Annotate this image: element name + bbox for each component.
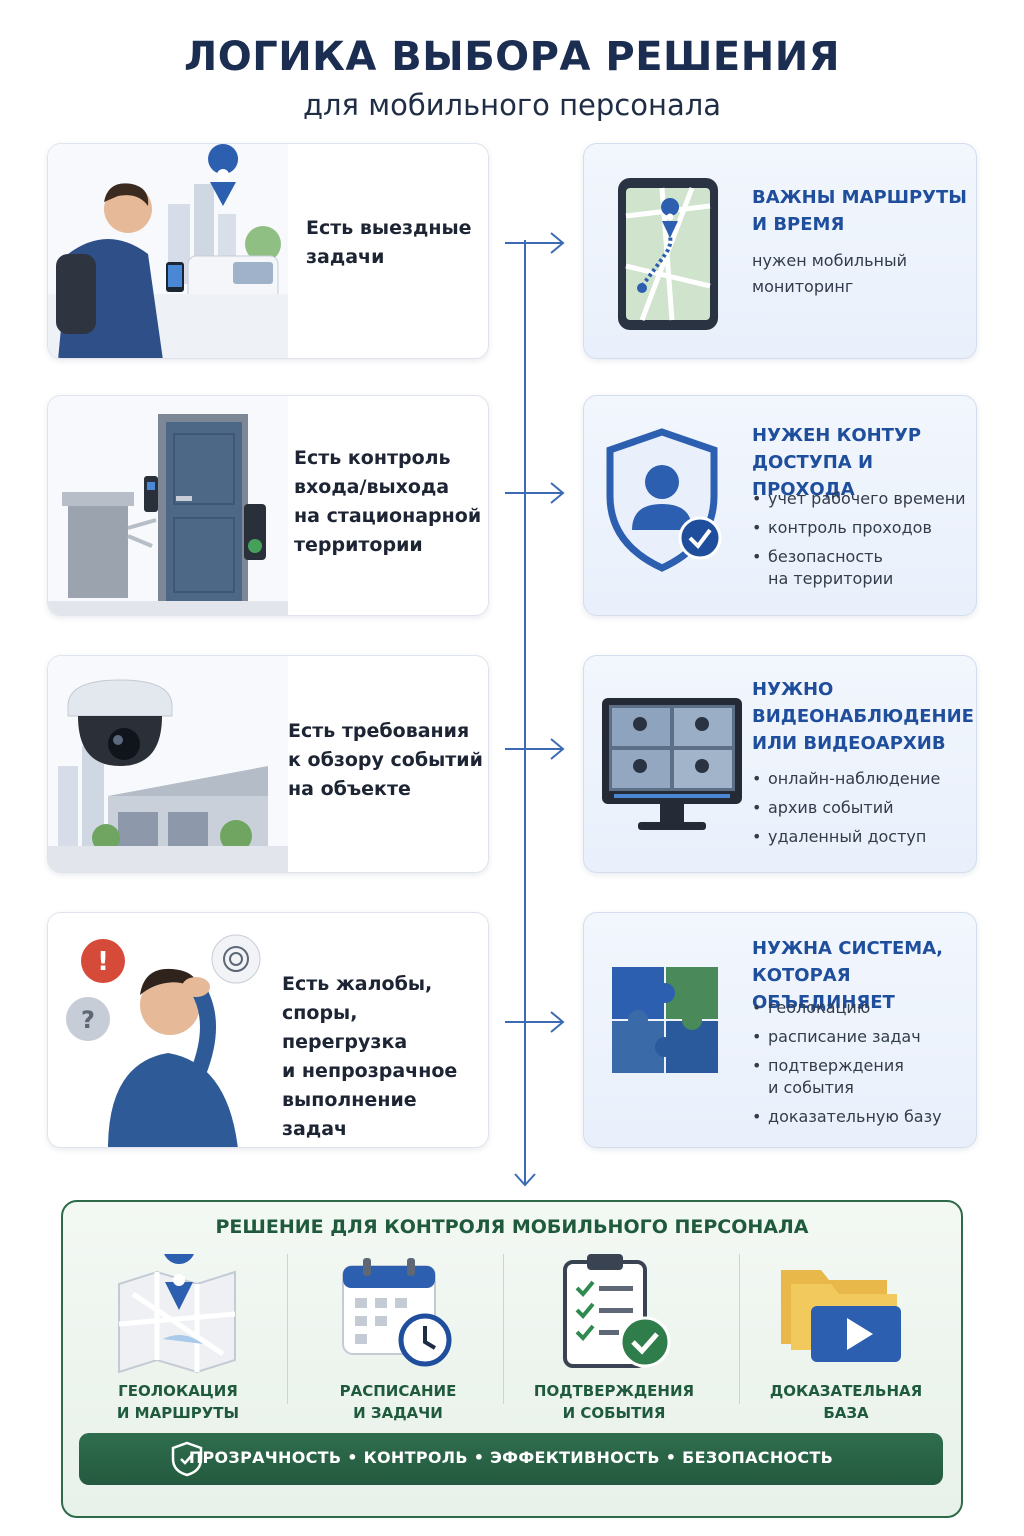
values-text: ПРОЗРАЧНОСТЬ • КОНТРОЛЬ • ЭФФЕКТИВНОСТЬ … [188, 1448, 834, 1467]
page-subtitle: для мобильного персонала [302, 88, 722, 122]
arrow-right-icon [505, 482, 565, 504]
condition-text: Есть жалобы, споры, перегрузка и непрозр… [282, 973, 458, 1140]
bullet-item: расписание задач [752, 1026, 942, 1048]
video-folder-icon [781, 1270, 901, 1362]
divider [503, 1254, 504, 1404]
tablet-map-icon [618, 178, 718, 330]
condition-text: Есть выездные задачи [306, 217, 472, 268]
condition-card-access-control: Есть контроль входа/выхода на стационарн… [47, 395, 489, 616]
bullet-item: архив событий [752, 797, 940, 819]
result-card-routes: ВАЖНЫ МАРШРУТЫ И ВРЕМЯ нужен мобильный м… [583, 143, 977, 359]
svg-text:?: ? [81, 1006, 95, 1034]
svg-text:!: ! [97, 947, 109, 977]
result-card-video: НУЖНО ВИДЕОНАБЛЮДЕНИЕ ИЛИ ВИДЕОАРХИВ онл… [583, 655, 977, 873]
condition-text: Есть контроль входа/выхода на стационарн… [294, 447, 482, 556]
checklist-icon [563, 1254, 671, 1368]
result-text: нужен мобильный мониторинг [752, 251, 908, 296]
result-title: НУЖНО ВИДЕОНАБЛЮДЕНИЕ ИЛИ ВИДЕОАРХИВ [752, 679, 974, 754]
puzzle-icon [612, 967, 718, 1073]
arrow-right-icon [505, 1011, 565, 1033]
bullet-item: доказательную базу [752, 1106, 942, 1128]
result-title: ВАЖНЫ МАРШРУТЫ И ВРЕМЯ [752, 187, 967, 235]
shield-user-icon [606, 428, 722, 572]
solution-item-schedule: РАСПИСАНИЕ И ЗАДАЧИ [291, 1248, 505, 1423]
result-bullets: онлайн-наблюдение архив событий удаленны… [752, 768, 940, 855]
divider [287, 1254, 288, 1404]
solution-label: ДОКАЗАТЕЛЬНАЯ БАЗА [769, 1382, 923, 1422]
bullet-item: учет рабочего времени [752, 488, 966, 510]
solution-label: ПОДТВЕРЖДЕНИЯ И СОБЫТИЯ [533, 1382, 695, 1422]
result-card-access: НУЖЕН КОНТУР ДОСТУПА И ПРОХОДА учет рабо… [583, 395, 977, 616]
bullet-item: геолокацию [752, 997, 942, 1019]
condition-card-field-tasks: Есть выездные задачи [47, 143, 489, 359]
result-card-integration: НУЖНА СИСТЕМА, КОТОРАЯ ОБЪЕДИНЯЕТ геолок… [583, 912, 977, 1148]
down-arrow-icon [514, 1120, 536, 1187]
solution-item-evidence: ДОКАЗАТЕЛЬНАЯ БАЗА [739, 1248, 953, 1423]
bullet-item: удаленный доступ [752, 826, 940, 848]
solution-title: РЕШЕНИЕ ДЛЯ КОНТРОЛЯ МОБИЛЬНОГО ПЕРСОНАЛ… [215, 1216, 809, 1238]
page-title: ЛОГИКА ВЫБОРА РЕШЕНИЯ [183, 34, 841, 80]
condition-card-complaints: ! ? Есть жалобы, споры, перегрузка и неп… [47, 912, 489, 1148]
camera-building-illustration [48, 656, 288, 872]
bullet-item: безопасность на территории [752, 546, 966, 590]
condition-card-events-review: Есть требования к обзору событий на объе… [47, 655, 489, 873]
solution-label: РАСПИСАНИЕ И ЗАДАЧИ [339, 1382, 457, 1422]
divider [739, 1254, 740, 1404]
arrow-right-icon [505, 738, 565, 760]
values-bar: ПРОЗРАЧНОСТЬ • КОНТРОЛЬ • ЭФФЕКТИВНОСТЬ … [79, 1433, 943, 1485]
solution-label: ГЕОЛОКАЦИЯ И МАРШРУТЫ [116, 1382, 240, 1422]
monitor-video-icon [602, 698, 742, 830]
result-bullets: геолокацию расписание задач подтверждени… [752, 997, 942, 1135]
solution-item-confirmations: ПОДТВЕРЖДЕНИЯ И СОБЫТИЯ [507, 1248, 721, 1423]
calendar-clock-icon [342, 1258, 452, 1367]
solution-panel: РЕШЕНИЕ ДЛЯ КОНТРОЛЯ МОБИЛЬНОГО ПЕРСОНАЛ… [61, 1200, 963, 1518]
stressed-worker-illustration: ! ? [48, 913, 283, 1147]
condition-text: Есть требования к обзору событий на объе… [288, 720, 483, 800]
arrow-right-icon [505, 232, 565, 254]
flow-line [524, 240, 526, 1175]
bullet-item: онлайн-наблюдение [752, 768, 940, 790]
turnstile-door-illustration [48, 396, 288, 615]
bullet-item: контроль проходов [752, 517, 966, 539]
map-pin-icon [118, 1254, 236, 1374]
bullet-item: подтверждения и события [752, 1055, 942, 1099]
result-bullets: учет рабочего времени контроль проходов … [752, 488, 966, 597]
shield-check-icon [171, 1441, 203, 1477]
field-worker-illustration [48, 144, 288, 358]
solution-item-geolocation: ГЕОЛОКАЦИЯ И МАРШРУТЫ [71, 1248, 285, 1423]
